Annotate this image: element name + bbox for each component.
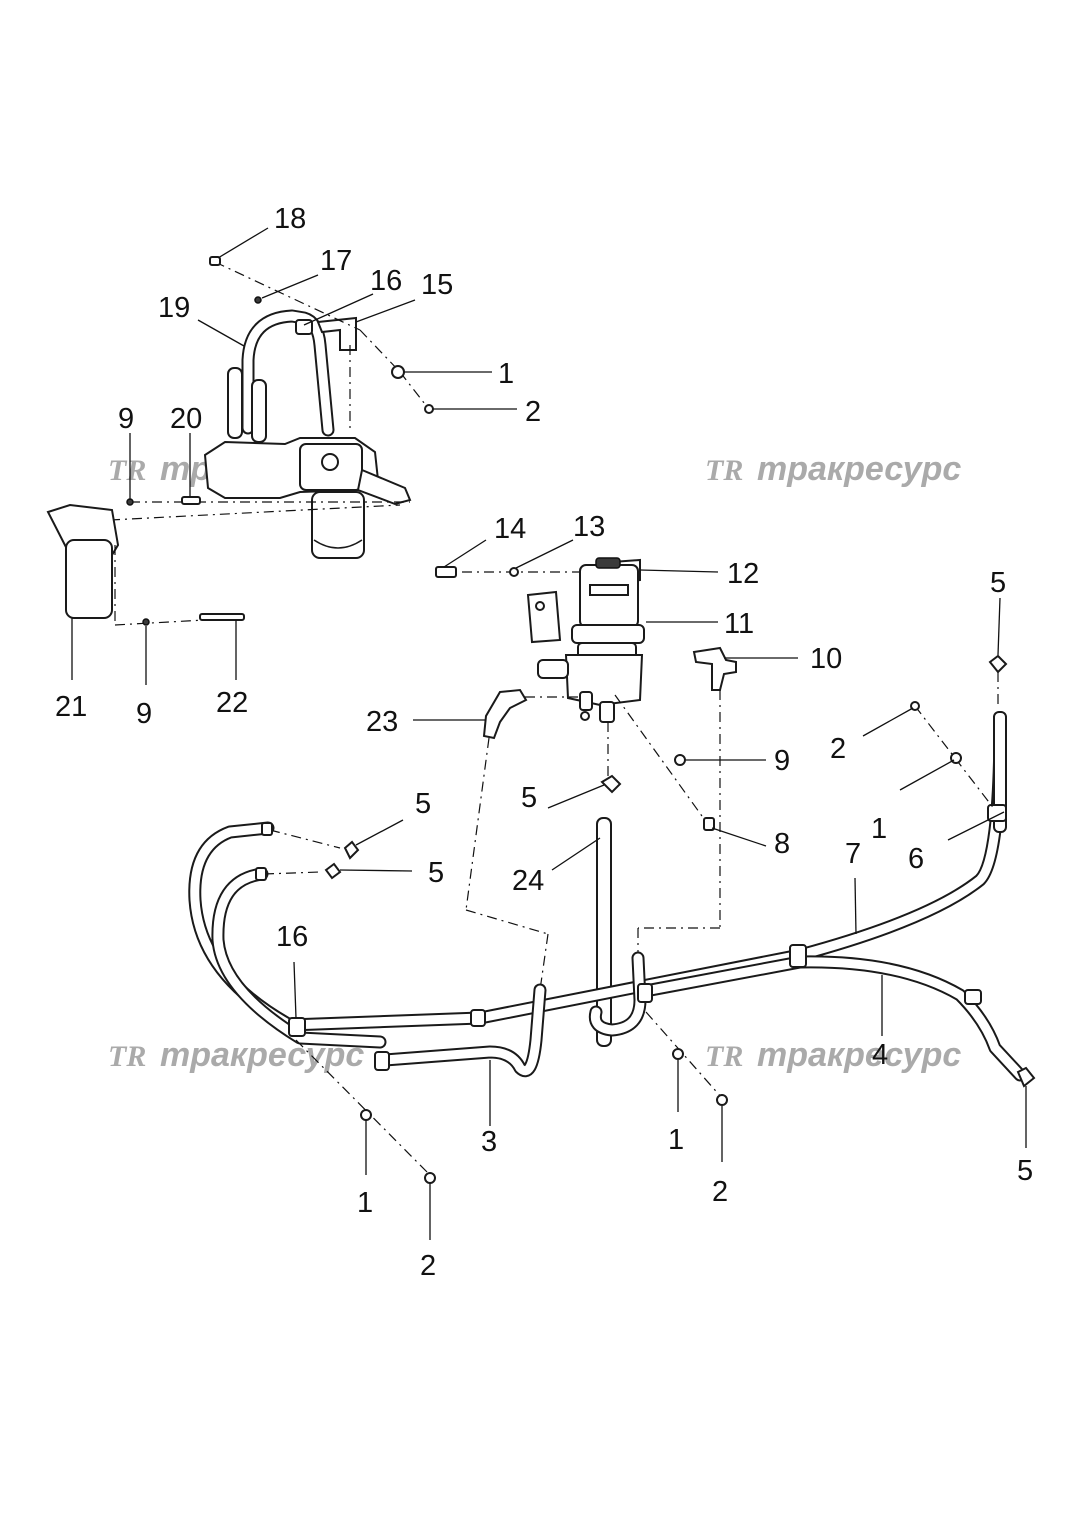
callout-labels: 18 17 16 15 19 1 2 9 20 21 9 22 14 13 12… — [55, 203, 1033, 1282]
callout-15: 15 — [421, 269, 453, 301]
clamp-5-center — [600, 774, 622, 794]
callout-18: 18 — [274, 203, 306, 235]
callout-16: 16 — [276, 921, 308, 953]
callout-1: 1 — [871, 813, 887, 845]
callout-5: 5 — [990, 567, 1006, 599]
callout-2: 2 — [830, 733, 846, 765]
washer-9-low — [142, 618, 150, 626]
leader-lines — [71, 227, 1027, 1240]
watermark-text: тракресурс — [757, 1036, 961, 1074]
center-filter-assembly — [435, 557, 737, 991]
bolt-14 — [435, 566, 457, 578]
clamp-16-lower — [288, 1017, 306, 1037]
clamp-mid — [470, 1009, 486, 1027]
callout-5: 5 — [415, 788, 431, 820]
clamp-6 — [987, 804, 1007, 822]
watermark-logo: TR — [108, 454, 146, 487]
callout-2: 2 — [525, 396, 541, 428]
watermark-top-right: TR тракресурс — [705, 450, 961, 488]
clamp-4 — [964, 989, 982, 1005]
nut-2-left — [424, 1172, 436, 1184]
callout-2: 2 — [420, 1250, 436, 1282]
callout-21: 21 — [55, 691, 87, 723]
callout-14: 14 — [494, 513, 526, 545]
watermark-logo: TR — [705, 454, 743, 487]
callout-17: 17 — [320, 245, 352, 277]
bracket-15 — [316, 316, 357, 351]
callout-9: 9 — [118, 403, 134, 435]
callout-23: 23 — [366, 706, 398, 738]
watermark-logo: TR — [108, 1040, 146, 1073]
watermark-bottom-right: TR тракресурс — [705, 1036, 961, 1074]
bolt-22 — [199, 613, 245, 621]
filter-bracket — [526, 590, 562, 644]
bolt-8 — [703, 817, 715, 831]
callout-1: 1 — [498, 358, 514, 390]
callout-5: 5 — [1017, 1155, 1033, 1187]
fitting-23 — [482, 688, 528, 740]
callout-6: 6 — [908, 843, 924, 875]
hose-lines — [188, 654, 1036, 1184]
callout-4: 4 — [872, 1039, 888, 1071]
nut-2-upper — [424, 404, 434, 414]
watermark-text: тракресурс — [757, 450, 961, 488]
clamp-right — [789, 944, 807, 968]
washer-13 — [509, 567, 519, 577]
callout-9: 9 — [136, 698, 152, 730]
callout-5: 5 — [428, 857, 444, 889]
callout-12: 12 — [727, 558, 759, 590]
callout-5: 5 — [521, 782, 537, 814]
hand-pump — [537, 659, 569, 679]
filter-21 — [46, 503, 245, 626]
fitting-10 — [692, 646, 737, 691]
pipe-left — [227, 367, 243, 439]
callout-11: 11 — [724, 608, 754, 640]
callout-20: 20 — [170, 403, 202, 435]
clamp-3-left — [374, 1051, 390, 1071]
callout-24: 24 — [512, 865, 544, 897]
callout-10: 10 — [810, 643, 842, 675]
filter-ring-11 — [571, 624, 645, 644]
hose-right-end — [993, 711, 1007, 833]
callout-22: 22 — [216, 687, 248, 719]
callout-7: 7 — [845, 838, 861, 870]
callout-1: 1 — [357, 1187, 373, 1219]
bolt-18 — [209, 256, 221, 266]
callout-3: 3 — [481, 1126, 497, 1158]
filter-21-canister — [65, 539, 113, 619]
clamp-5-right-top — [988, 654, 1008, 674]
washer-1-left — [360, 1109, 372, 1121]
callout-2: 2 — [712, 1176, 728, 1208]
washer-17 — [254, 296, 262, 304]
callout-1: 1 — [668, 1124, 684, 1156]
clamp-5-b — [324, 862, 342, 880]
callout-8: 8 — [774, 828, 790, 860]
washer-1-upper — [391, 365, 405, 379]
pipe-right — [251, 379, 267, 443]
clamp-5-right-bottom — [1016, 1066, 1036, 1088]
nut-2-center — [716, 1094, 728, 1106]
washer-1-center — [672, 1048, 684, 1060]
washer-9-center — [674, 754, 686, 766]
callout-16: 16 — [370, 265, 402, 297]
callout-9: 9 — [774, 745, 790, 777]
filter-canister-upper — [311, 491, 365, 559]
bolt-20 — [181, 496, 201, 505]
watermark-logo: TR — [705, 1040, 743, 1073]
clamp-5-a — [343, 840, 360, 860]
callout-13: 13 — [573, 511, 605, 543]
callout-19: 19 — [158, 292, 190, 324]
clamp-center — [637, 983, 653, 1003]
